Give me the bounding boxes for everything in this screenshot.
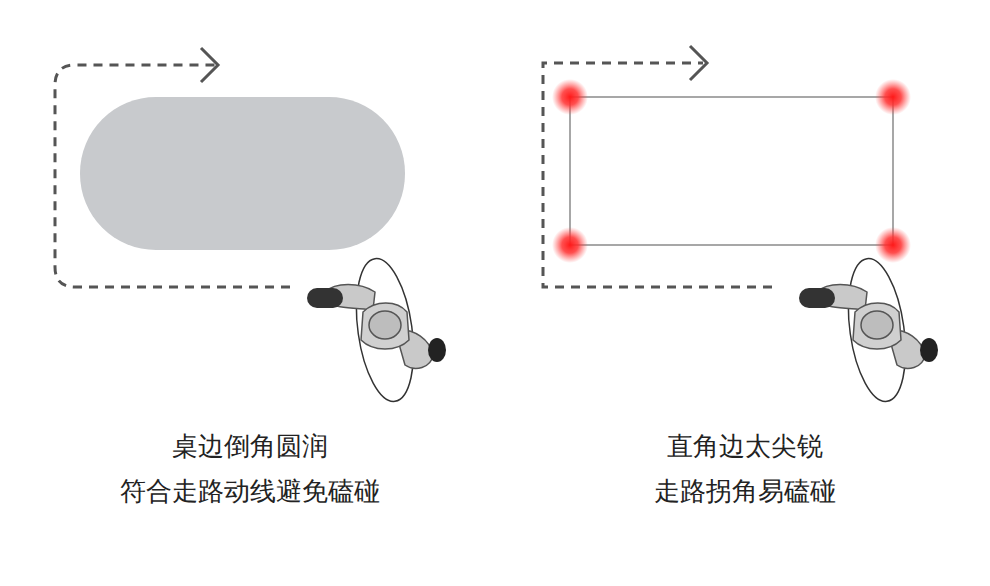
sharp-corner	[552, 227, 588, 263]
path-arrowhead	[201, 48, 218, 82]
caption-text: 直角边太尖锐	[667, 431, 823, 462]
sharp-corner	[552, 79, 588, 115]
caption-text: 走路拐角易磕碰	[654, 476, 836, 507]
square-table	[570, 97, 893, 245]
person-figure	[307, 255, 446, 405]
sharp-corner	[875, 227, 911, 263]
caption-text: 符合走路动线避免磕碰	[120, 476, 380, 507]
sharp-corner	[875, 79, 911, 115]
person-figure	[799, 255, 938, 405]
walking-path	[55, 65, 290, 287]
path-arrowhead	[690, 46, 707, 80]
walking-path	[543, 63, 772, 287]
caption-text: 桌边倒角圆润	[172, 431, 328, 462]
rounded-table	[80, 97, 405, 250]
